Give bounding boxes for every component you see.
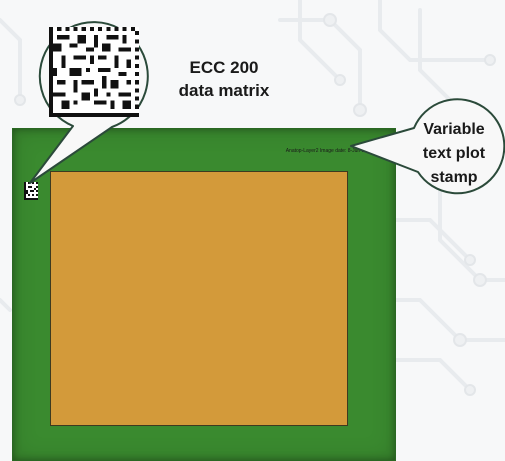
stamp-callout-bubble bbox=[350, 98, 505, 195]
ecc-label-line1: ECC 200 bbox=[189, 58, 259, 77]
data-matrix-icon bbox=[49, 27, 139, 117]
ecc-label-line2: data matrix bbox=[178, 81, 270, 100]
plot-stamp-text: Anatop-Layer2 Image date: 8-Jun-2015 bbox=[285, 148, 373, 154]
stamp-label-line3: stamp bbox=[430, 169, 478, 186]
copper-area bbox=[50, 171, 348, 426]
ecc-200-label: ECC 200 data matrix bbox=[160, 56, 288, 102]
stamp-label-line2: text plot bbox=[422, 145, 486, 162]
stamp-label-line1: Variable bbox=[423, 121, 485, 138]
data-matrix-icon bbox=[24, 182, 38, 200]
variable-stamp-label: Variable text plot stamp bbox=[402, 118, 505, 190]
